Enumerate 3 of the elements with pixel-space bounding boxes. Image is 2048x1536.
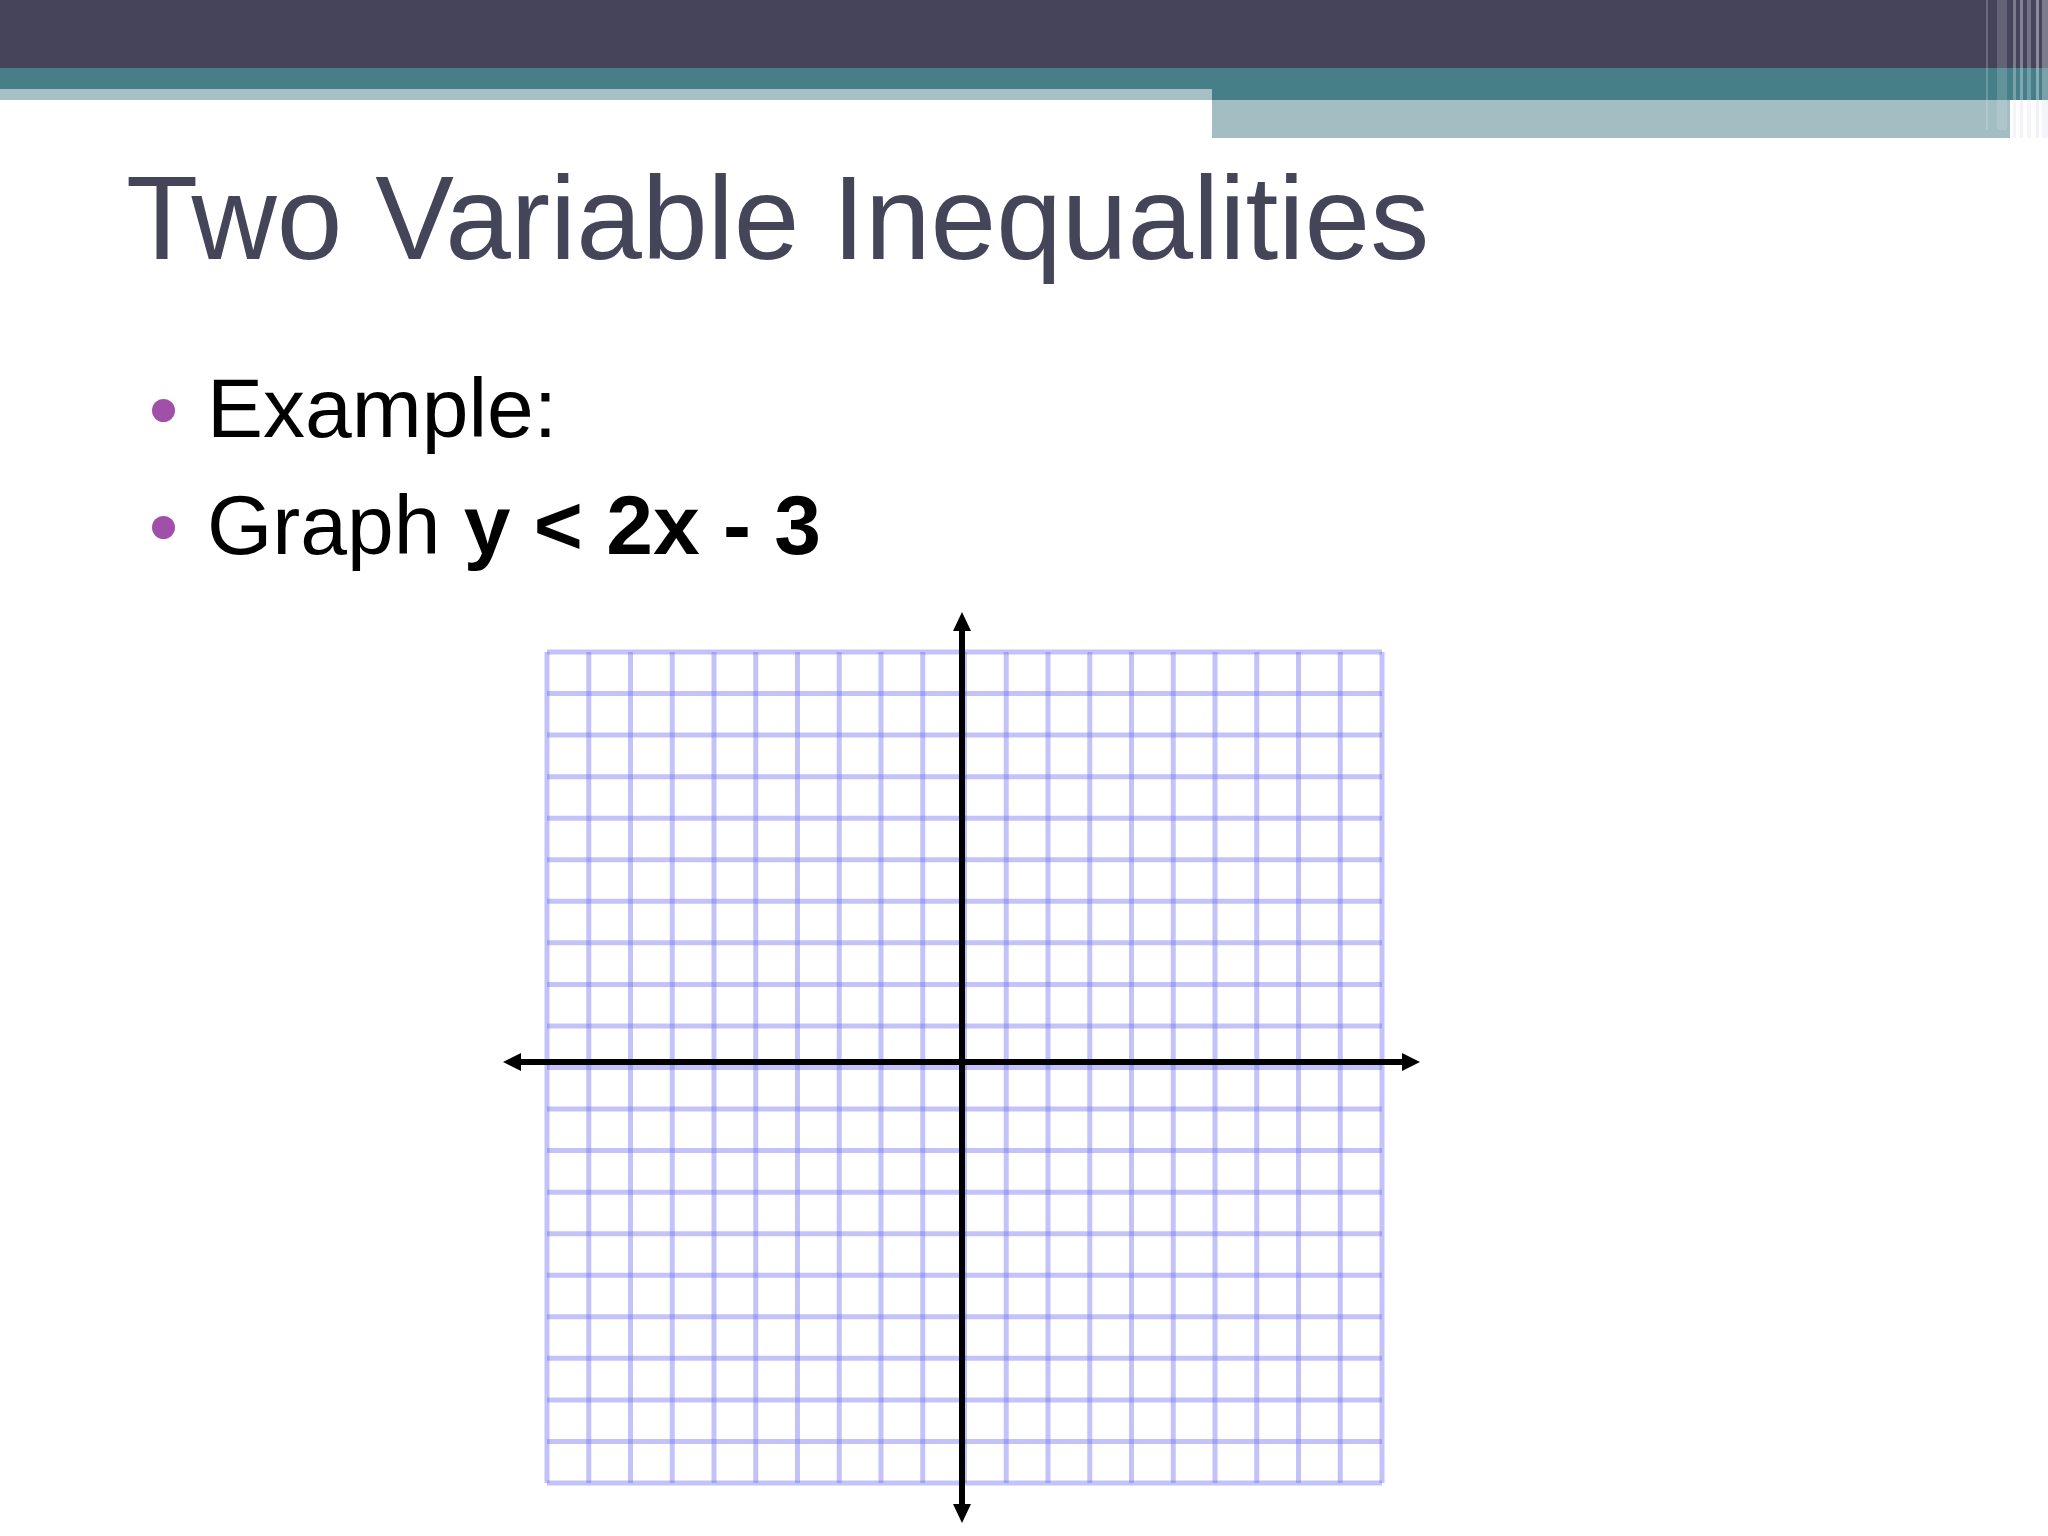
- bullet-text: Graph y < 2x - 3: [207, 477, 822, 574]
- bullet-text: Example:: [207, 360, 558, 457]
- slide-title: Two Variable Inequalities: [126, 151, 1430, 286]
